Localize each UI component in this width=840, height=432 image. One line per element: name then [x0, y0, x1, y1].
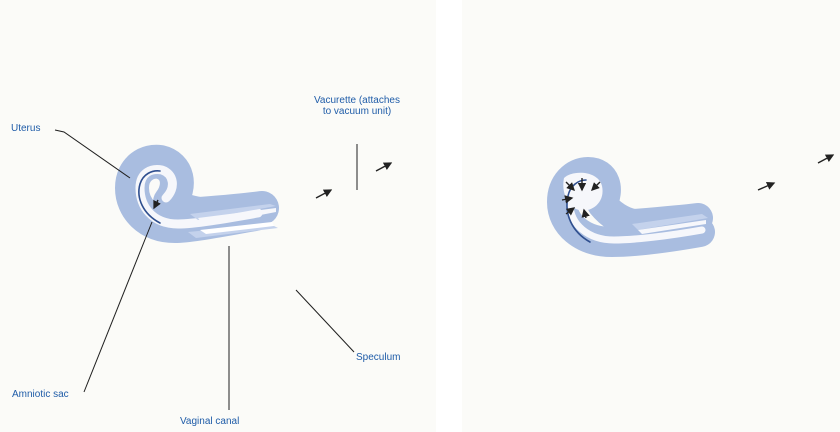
amniotic-sac-leader	[84, 222, 152, 392]
uterus-label: Uterus	[11, 123, 40, 134]
speculum-label: Speculum	[356, 352, 400, 363]
amniotic-sac-label: Amniotic sac	[12, 389, 69, 400]
left-diagram-panel: Uterus Vacurette (attaches to vacuum uni…	[0, 0, 436, 432]
leader-lines	[55, 130, 357, 410]
uterus-shape-collapsed	[562, 172, 702, 242]
vacurette-label: Vacurette (attaches to vacuum unit)	[312, 95, 402, 117]
right-diagram-illustration	[462, 0, 840, 432]
speculum-leader	[296, 290, 354, 352]
right-diagram-panel	[462, 0, 840, 432]
left-diagram-illustration	[0, 0, 436, 432]
suction-arrows	[758, 155, 833, 190]
vaginal-canal-label: Vaginal canal	[180, 416, 239, 427]
